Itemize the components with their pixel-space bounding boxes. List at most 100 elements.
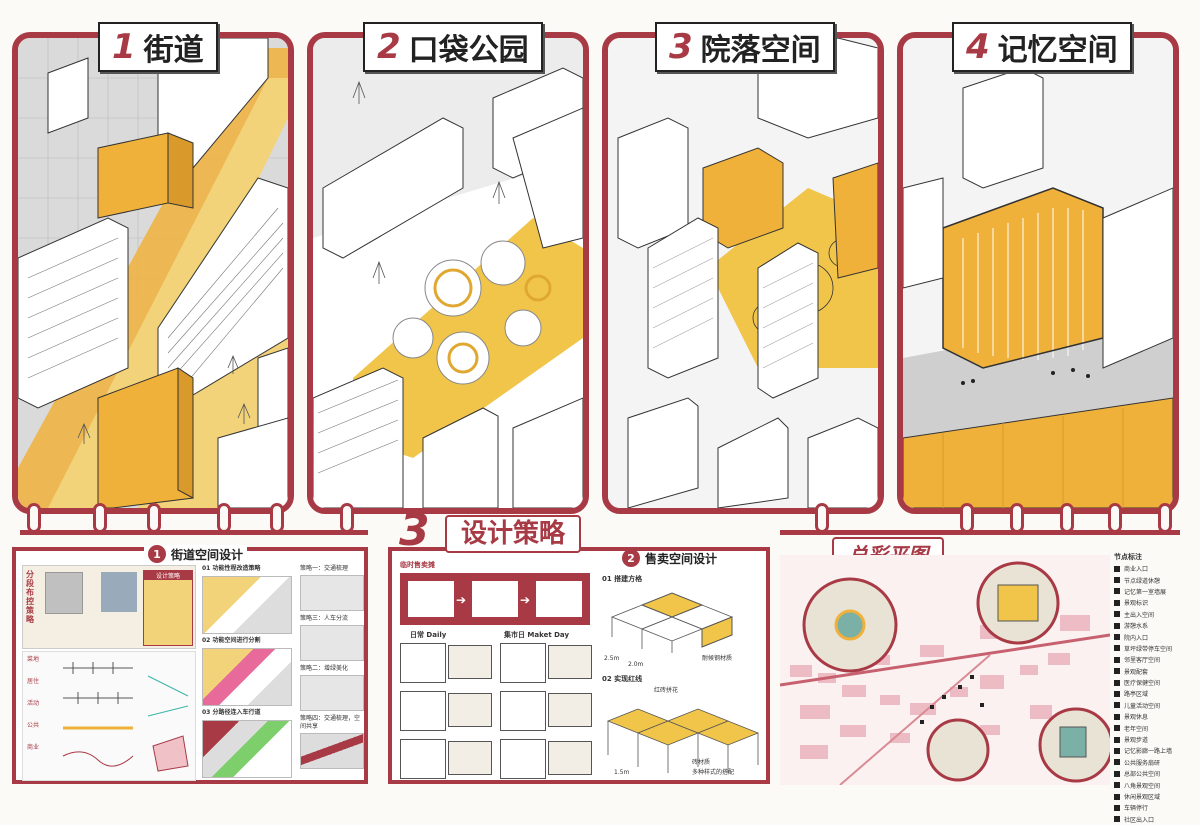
legend-marker-icon bbox=[1114, 736, 1120, 743]
legend-item: 路亭区域 bbox=[1114, 688, 1188, 699]
stall-frame bbox=[536, 581, 582, 617]
node-label: 菜地 bbox=[27, 656, 40, 663]
tactic-thumb bbox=[300, 625, 364, 661]
panel-title-street: 1 街道 bbox=[98, 22, 218, 72]
legend-label: 社区出入口 bbox=[1124, 816, 1155, 824]
legend-title: 节点标注 bbox=[1114, 553, 1142, 561]
arrow-icon: ➔ bbox=[520, 593, 531, 607]
masterplan-legend: 节点标注 商业入口节点绿道休憩记忆第一室墙展景观标识主出入空间游憩水系院内入口草… bbox=[1114, 553, 1188, 824]
sub-heading: 03 分路径连入车行道 bbox=[202, 709, 261, 716]
sub1-heading: 01 搭建方格 bbox=[602, 575, 643, 583]
sub-diagram bbox=[202, 648, 292, 706]
legend-marker-icon bbox=[1114, 656, 1120, 663]
legend-label: 景观步道 bbox=[1124, 737, 1149, 745]
hook bbox=[27, 503, 41, 533]
note-box bbox=[548, 693, 592, 727]
legend-marker-icon bbox=[1114, 611, 1120, 618]
legend-label: 路亭区域 bbox=[1124, 691, 1149, 699]
tactic-thumb bbox=[300, 675, 364, 711]
legend-marker-icon bbox=[1114, 668, 1120, 675]
legend-item: 景观配套 bbox=[1114, 666, 1188, 677]
legend-marker-icon bbox=[1114, 759, 1120, 766]
stall-sequence: ➔ ➔ bbox=[400, 573, 590, 625]
strategy-label: 设计策略 bbox=[445, 515, 582, 553]
panel-title-pocket-park: 2 口袋公园 bbox=[363, 22, 543, 72]
legend-item: 节点绿道休憩 bbox=[1114, 574, 1188, 585]
strategy-number: 3 bbox=[399, 505, 430, 556]
memory-axonometric bbox=[903, 38, 1173, 508]
legend-label: 车辆停行 bbox=[1124, 805, 1149, 813]
legend-label: 邻里客厅空间 bbox=[1124, 657, 1161, 665]
legend-item: 游憩水系 bbox=[1114, 620, 1188, 631]
legend-label: 记忆第一室墙展 bbox=[1124, 588, 1167, 596]
legend-item: 景观步道 bbox=[1114, 734, 1188, 745]
sub-diagram bbox=[202, 720, 292, 778]
stall-scene bbox=[400, 739, 446, 779]
strategy-thumb bbox=[101, 572, 137, 612]
legend-item: 记忆影廊一路上墙 bbox=[1114, 745, 1188, 756]
legend-label: 休闲景观区域 bbox=[1124, 794, 1161, 801]
legend-item: 邻里客厅空间 bbox=[1114, 654, 1188, 665]
stall-scenes bbox=[400, 643, 592, 781]
sub-heading: 02 功能空间进行分割 bbox=[202, 637, 261, 644]
hook bbox=[1108, 503, 1122, 533]
legend-item: 景观标识 bbox=[1114, 597, 1188, 608]
hook bbox=[217, 503, 231, 533]
stall-scene bbox=[500, 739, 546, 779]
masterplan-map bbox=[780, 555, 1110, 785]
legend-label: 商业入口 bbox=[1124, 566, 1149, 574]
arrow-icon: ➔ bbox=[456, 593, 467, 607]
panel-pocket-park bbox=[307, 32, 589, 514]
pocket-park-axonometric bbox=[313, 38, 583, 508]
hook bbox=[270, 503, 284, 533]
legend-item: 医疗保健空间 bbox=[1114, 677, 1188, 688]
street-axonometric bbox=[18, 38, 288, 508]
tactic-box: 设计策略 bbox=[143, 570, 193, 646]
legend-label: 公共服务扇研 bbox=[1124, 759, 1161, 767]
hook bbox=[960, 503, 974, 533]
legend-label: 记忆影廊一路上墙 bbox=[1124, 748, 1173, 756]
legend-item: 主出入空间 bbox=[1114, 609, 1188, 620]
market-design-panel: 2 售卖空间设计 临时售卖摊 ➔ ➔ 日常 Daily 集市日 Maket Da… bbox=[388, 547, 770, 784]
legend-label: 老年空间 bbox=[1124, 725, 1149, 733]
strategy-card: 分段布控策略 设计策略 bbox=[22, 565, 196, 649]
legend-item: 老年空间 bbox=[1114, 722, 1188, 733]
panel-street bbox=[12, 32, 294, 514]
red-line-diagram bbox=[606, 708, 760, 773]
legend-item: 车辆停行 bbox=[1114, 802, 1188, 813]
legend-list: 商业入口节点绿道休憩记忆第一室墙展景观标识主出入空间游憩水系院内入口草坪绿带停车… bbox=[1114, 563, 1188, 825]
annotation-brick: 红砖拼花 bbox=[654, 687, 679, 694]
node-label: 公共 bbox=[27, 722, 40, 729]
legend-label: 院内入口 bbox=[1124, 634, 1149, 642]
panel-title-memory: 4 记忆空间 bbox=[952, 22, 1132, 72]
legend-marker-icon bbox=[1114, 725, 1120, 732]
legend-item: 公共服务扇研 bbox=[1114, 757, 1188, 768]
hook bbox=[1010, 503, 1024, 533]
note-box bbox=[548, 741, 592, 775]
panel-title-courtyard: 3 院落空间 bbox=[655, 22, 835, 72]
legend-label: 景观标识 bbox=[1124, 600, 1149, 608]
node-label: 活动 bbox=[27, 700, 40, 707]
legend-label: 儿童活动空间 bbox=[1124, 702, 1161, 710]
tactic-title: 设计策略 bbox=[144, 571, 192, 580]
strategy-title: 3 设计策略 bbox=[395, 505, 601, 556]
legend-item: 院内入口 bbox=[1114, 631, 1188, 642]
legend-marker-icon bbox=[1114, 622, 1120, 629]
dim-label: 2.5m bbox=[604, 655, 620, 662]
legend-item: 社区出入口 bbox=[1114, 814, 1188, 825]
sequence-title: 临时售卖摊 bbox=[400, 561, 435, 569]
street-design-panel: 1 街道空间设计 分段布控策略 设计策略 菜地 居住 活动 公共 商业 bbox=[12, 545, 368, 784]
daily-label: 日常 Daily bbox=[410, 631, 447, 639]
market-design-title: 2 售卖空间设计 bbox=[622, 549, 717, 567]
legend-label: 景观配套 bbox=[1124, 668, 1149, 676]
annotation-material: 砖材质 bbox=[692, 759, 711, 766]
legend-marker-icon bbox=[1114, 804, 1120, 811]
sub-heading: 01 功能性程改造策略 bbox=[202, 565, 261, 572]
strategy-thumb bbox=[45, 572, 83, 614]
legend-marker-icon bbox=[1114, 588, 1120, 595]
stall-frame bbox=[408, 581, 454, 617]
legend-label: 景观休息 bbox=[1124, 714, 1149, 722]
tactic-label: 策略二：增绿美化 bbox=[300, 665, 349, 672]
annotation-steel: 耐候钢材质 bbox=[702, 655, 733, 662]
